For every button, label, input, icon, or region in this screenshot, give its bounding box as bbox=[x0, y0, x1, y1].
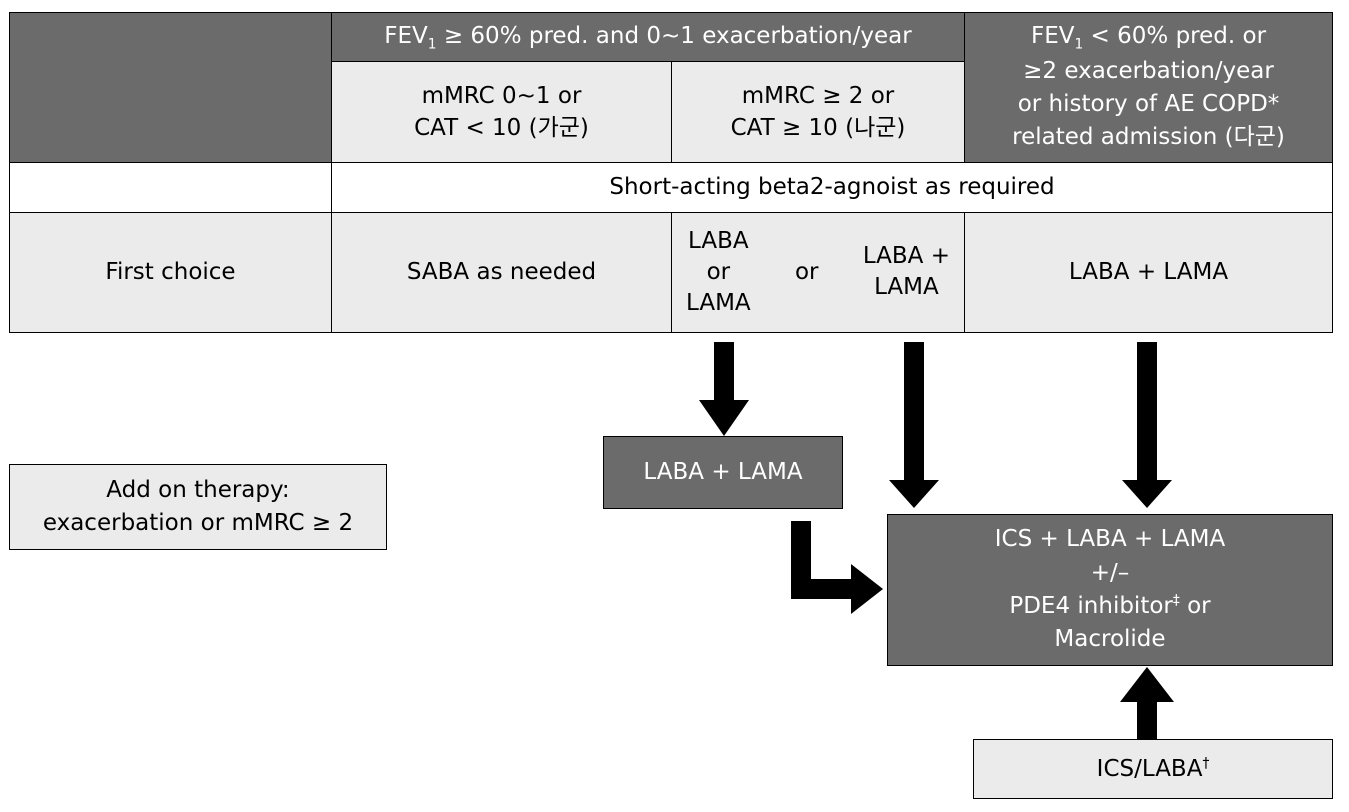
first-choice-ga: SABA as needed bbox=[331, 212, 672, 333]
saba-row: Short-acting beta2-agnoist as required bbox=[331, 162, 1333, 213]
sub-header-na: mMRC ≥ 2 or CAT ≥ 10 (나군) bbox=[671, 61, 965, 163]
arrow-na-to-step bbox=[699, 342, 749, 436]
arrow-ics-laba-to-final bbox=[1120, 667, 1174, 739]
ics-laba-text: ICS/LABA† bbox=[1096, 755, 1210, 782]
arrow-na2-to-final bbox=[889, 342, 939, 508]
first-choice-na: LABA or LAMA or LABA + LAMA bbox=[671, 212, 965, 333]
step-laba-lama-box: LABA + LAMA bbox=[603, 436, 843, 509]
na-opt1-line3: LAMA bbox=[686, 290, 751, 317]
final-line4: Macrolide bbox=[1054, 626, 1166, 653]
na-opt2-line2: LAMA bbox=[874, 274, 939, 301]
corner-cell bbox=[9, 12, 332, 163]
header-da-line4: related admission (다군) bbox=[1012, 124, 1285, 151]
saba-row-text: Short-acting beta2-agnoist as required bbox=[609, 174, 1055, 201]
first-choice-da: LABA + LAMA bbox=[964, 212, 1333, 333]
header-da-line3: or history of AE COPD* bbox=[1017, 91, 1280, 118]
final-therapy-box: ICS + LABA + LAMA +/– PDE4 inhibitor‡ or… bbox=[887, 514, 1333, 666]
arrow-step-to-final bbox=[791, 521, 883, 614]
saba-row-label-cell bbox=[9, 162, 332, 213]
header-da-line1: FEV1 < 60% pred. or bbox=[1030, 23, 1267, 53]
sub-header-ga-line2: CAT < 10 (가군) bbox=[414, 115, 589, 141]
final-line2: +/– bbox=[1090, 559, 1130, 586]
add-on-line1: Add on therapy: bbox=[106, 476, 290, 503]
final-line1: ICS + LABA + LAMA bbox=[994, 526, 1226, 553]
first-choice-label: First choice bbox=[9, 212, 332, 333]
na-opt1-line1: LABA bbox=[688, 227, 749, 254]
first-choice-na-or: or bbox=[794, 259, 819, 286]
sub-header-ga: mMRC 0~1 or CAT < 10 (가군) bbox=[331, 61, 672, 163]
arrow-da-to-final bbox=[1122, 342, 1172, 508]
add-on-therapy-box: Add on therapy: exacerbation or mMRC ≥ 2 bbox=[9, 464, 387, 550]
header-group-da: FEV1 < 60% pred. or ≥2 exacerbation/year… bbox=[964, 12, 1333, 163]
sub-header-na-line2: CAT ≥ 10 (나군) bbox=[730, 115, 906, 141]
add-on-line2: exacerbation or mMRC ≥ 2 bbox=[42, 510, 354, 536]
ics-laba-box: ICS/LABA† bbox=[973, 739, 1333, 799]
sub-header-ga-line1: mMRC 0~1 or bbox=[421, 82, 582, 109]
first-choice-na-option1: LABA or LAMA bbox=[686, 226, 751, 319]
first-choice-da-text: LABA + LAMA bbox=[1068, 259, 1229, 286]
step-laba-lama-text: LABA + LAMA bbox=[643, 459, 803, 486]
header-group-fev-above-60: FEV1 ≥ 60% pred. and 0~1 exacerbation/ye… bbox=[331, 12, 965, 62]
na-opt1-line2: or bbox=[706, 258, 731, 285]
first-choice-label-text: First choice bbox=[105, 259, 236, 286]
header-da-line2: ≥2 exacerbation/year bbox=[1023, 57, 1274, 84]
na-opt2-line1: LABA + bbox=[862, 243, 950, 270]
first-choice-na-option2: LABA + LAMA bbox=[863, 241, 950, 303]
header-group-text: FEV1 ≥ 60% pred. and 0~1 exacerbation/ye… bbox=[384, 22, 912, 53]
first-choice-ga-text: SABA as needed bbox=[406, 259, 597, 286]
final-line3: PDE4 inhibitor‡ or bbox=[1009, 592, 1211, 619]
sub-header-na-line1: mMRC ≥ 2 or bbox=[741, 82, 895, 109]
